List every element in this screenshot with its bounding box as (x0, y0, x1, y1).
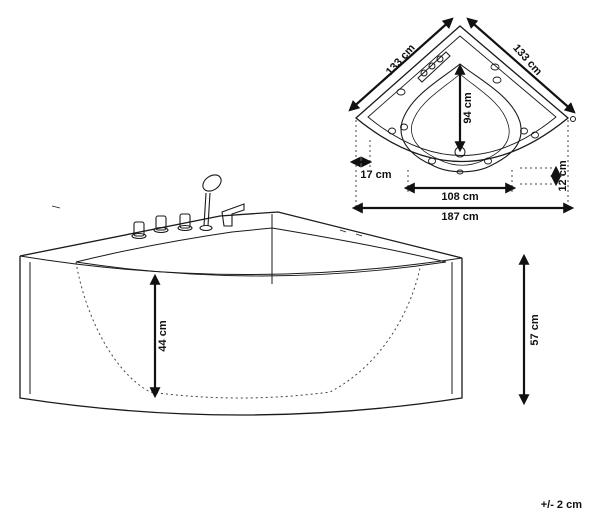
faucet-top-icon (417, 51, 451, 83)
tub-deck (19, 211, 463, 259)
dim-label-overall-width: 187 cm (441, 211, 479, 223)
tub-body (19, 256, 463, 416)
tub-top-outline (354, 25, 570, 163)
faucet-set-icon (131, 174, 245, 240)
basin-hidden-outline (75, 261, 421, 399)
dim-label-inner-depth: 44 cm (157, 320, 169, 351)
front-view: 44 cm 57 cm (19, 174, 541, 416)
dim-label-left-side: 133 cm (384, 42, 418, 78)
dim-line-right-side (466, 17, 576, 114)
dim-label-front-height: 12 cm (557, 160, 569, 191)
dim-label-offset: 17 cm (360, 169, 391, 181)
top-view: 133 cm 133 cm 94 cm 17 cm 12 cm 108 cm 1… (348, 17, 576, 223)
dim-line-left-side (348, 17, 454, 112)
dim-label-height: 57 cm (529, 314, 541, 345)
dim-label-inner-width: 108 cm (441, 191, 479, 203)
dim-label-depth: 94 cm (462, 92, 474, 123)
tolerance-note: +/- 2 cm (541, 499, 582, 511)
